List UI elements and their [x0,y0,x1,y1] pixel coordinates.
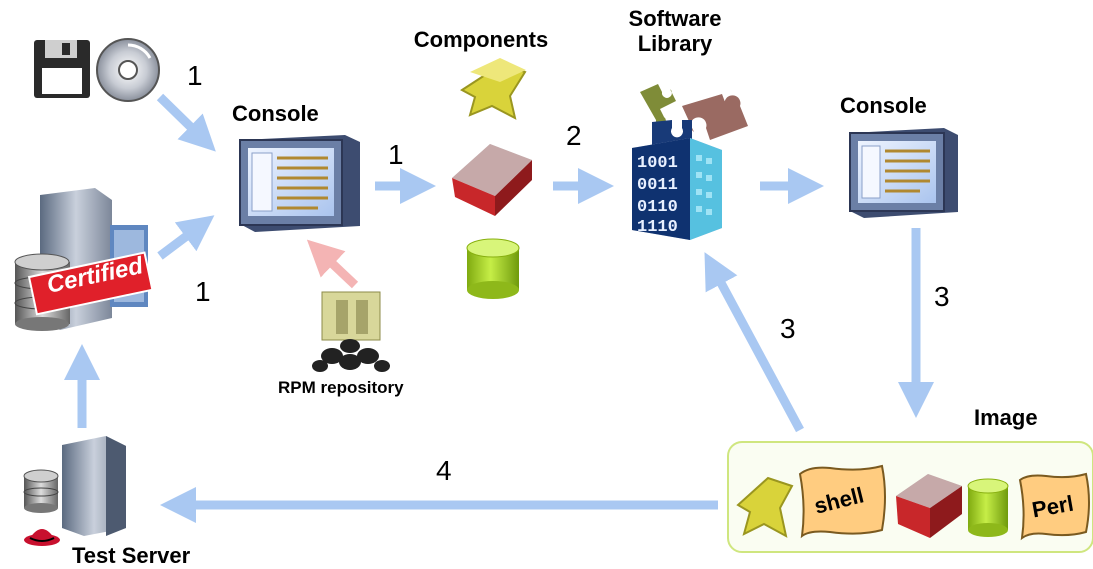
components-label: Components [413,27,549,52]
image-star-package-icon [736,476,794,538]
red-cube-icon [452,144,532,216]
puzzle-pieces-icon [640,84,748,146]
flow-arrows [64,93,934,523]
software-library-label: Software Library [615,6,735,56]
binary-row: 0011 [637,176,678,195]
redhat-logo-icon [24,529,60,546]
library-building-icon: 1001 0011 0110 1110 [632,138,722,240]
step-number-image-to-test-server: 4 [436,455,452,486]
image-container [727,441,1093,553]
rpm-repository-icon [312,291,390,372]
software-library-label-line1: Software [628,6,722,31]
cd-disc-icon [96,38,160,102]
puzzle-green-icon [640,84,676,126]
image-label: Image [974,405,1038,430]
star-package-icon [460,58,527,120]
console-left-monitor-icon [239,135,360,232]
arrow-certified-to-console [157,215,215,260]
perl-scroll-icon [1018,472,1090,541]
test-server-database-icon [23,469,59,513]
step-number-console-to-image: 3 [934,281,950,312]
test-server-icon [23,436,126,546]
arrow-image-to-library [704,252,804,433]
step-number-components-to-library: 2 [566,120,582,151]
floppy-disk-icon [34,40,90,98]
console-right-label: Console [840,93,927,118]
image-green-cylinder-icon [967,478,1009,537]
binary-row: 1110 [637,218,678,237]
certified-badge [27,251,154,316]
image-red-cube-icon [896,474,962,538]
step-number-media-to-console: 1 [187,60,203,91]
shell-scroll-icon [798,464,886,539]
rpm-repository-label: RPM repository [278,378,404,397]
test-server-label: Test Server [72,543,191,568]
console-left-label: Console [232,101,319,126]
console-right-monitor-icon [849,128,958,218]
arrow-media-to-console [156,93,216,152]
binary-row: 1001 [637,154,678,173]
software-library-label-line2: Library [637,31,713,56]
green-cylinder-icon [466,238,520,299]
binary-row: 0110 [637,198,678,217]
step-number-image-to-library: 3 [780,313,796,344]
puzzle-brown-icon [682,94,748,140]
certified-server-icon [14,188,154,331]
step-number-certified-to-console: 1 [195,276,211,307]
step-number-console-to-components: 1 [388,139,404,170]
arrow-rpm-to-console [306,239,359,289]
